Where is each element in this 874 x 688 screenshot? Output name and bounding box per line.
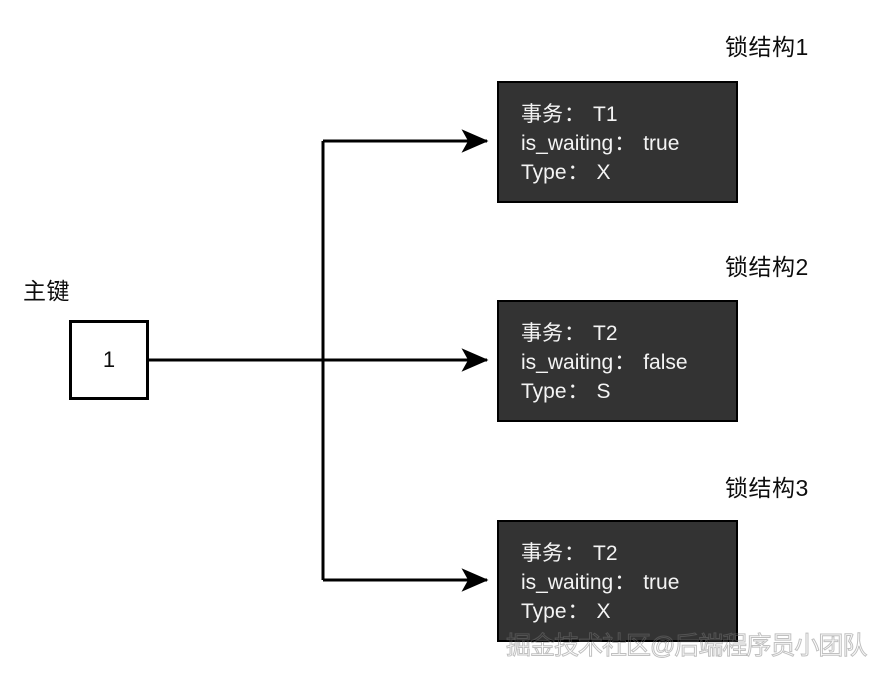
lock-1-is-waiting-row: is_waiting： true <box>521 129 736 158</box>
lock-1-transaction-row: 事务： T1 <box>521 100 736 129</box>
lock-1-transaction-key: 事务 <box>521 103 563 126</box>
lock-structure-1-caption: 锁结构1 <box>725 34 809 60</box>
lock-structure-2-caption: 锁结构2 <box>725 254 809 280</box>
lock-3-transaction-key: 事务 <box>521 542 563 565</box>
lock-2-is-waiting-key: is_waiting <box>521 351 614 374</box>
lock-1-transaction-separator: ： <box>564 103 585 126</box>
lock-1-type-key: Type <box>521 161 567 184</box>
lock-1-type-row: Type： X <box>521 158 736 187</box>
lock-3-transaction-row: 事务： T2 <box>521 539 736 568</box>
lock-3-is-waiting-separator: ： <box>614 571 636 594</box>
primary-key-label: 主键 <box>23 278 70 304</box>
lock-structure-1-box: 事务：T1 is_waiting：true Type：X <box>497 81 738 203</box>
lock-3-transaction-value: T2 <box>593 542 618 565</box>
lock-3-type-separator: ： <box>567 600 589 623</box>
lock-1-is-waiting-value: true <box>643 132 680 155</box>
lock-2-is-waiting-value: false <box>643 351 688 374</box>
lock-1-type-value: X <box>596 161 611 184</box>
lock-3-type-value: X <box>596 600 611 623</box>
lock-3-type-row: Type： X <box>521 597 736 626</box>
lock-2-transaction-value: T2 <box>593 322 618 345</box>
lock-1-is-waiting-separator: ： <box>614 132 636 155</box>
lock-2-transaction-key: 事务 <box>521 322 563 345</box>
primary-key-value: 1 <box>102 347 116 372</box>
lock-2-type-separator: ： <box>567 380 589 403</box>
lock-1-transaction-value: T1 <box>593 103 618 126</box>
lock-1-is-waiting-key: is_waiting <box>521 132 614 155</box>
lock-3-is-waiting-row: is_waiting： true <box>521 568 736 597</box>
lock-2-type-key: Type <box>521 380 567 403</box>
lock-2-is-waiting-separator: ： <box>614 351 636 374</box>
lock-structure-2-box: 事务：T2 is_waiting：false Type：S <box>497 300 738 422</box>
primary-key-cell: 1 <box>69 320 149 400</box>
lock-2-transaction-row: 事务： T2 <box>521 319 736 348</box>
lock-1-type-separator: ： <box>567 161 589 184</box>
lock-2-type-row: Type： S <box>521 377 736 406</box>
lock-3-transaction-separator: ： <box>564 542 585 565</box>
lock-3-is-waiting-key: is_waiting <box>521 571 614 594</box>
lock-2-transaction-separator: ： <box>564 322 585 345</box>
lock-2-is-waiting-row: is_waiting： false <box>521 348 736 377</box>
lock-structure-3-caption: 锁结构3 <box>725 475 809 501</box>
lock-2-type-value: S <box>596 380 611 403</box>
lock-structure-3-box: 事务：T2 is_waiting：true Type：X <box>497 520 738 642</box>
lock-3-is-waiting-value: true <box>643 571 680 594</box>
lock-3-type-key: Type <box>521 600 567 623</box>
